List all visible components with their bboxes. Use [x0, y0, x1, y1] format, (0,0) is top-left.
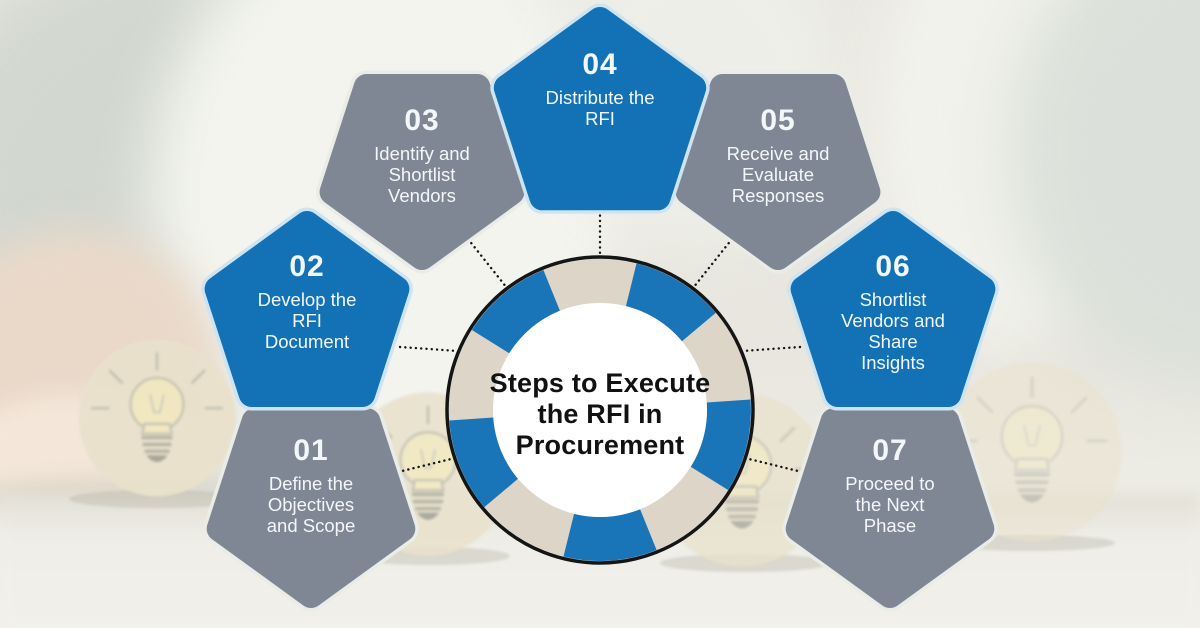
- ring-segment: [563, 509, 657, 561]
- step-03-pentagon: [316, 70, 528, 274]
- center-title: Steps to Execute the RFI in Procurement: [489, 368, 711, 460]
- center-circle: [493, 303, 707, 517]
- connector-line-01: [396, 456, 457, 474]
- ring-segment: [471, 270, 560, 354]
- connector-line-02: [398, 345, 460, 353]
- step-01-pentagon: [203, 404, 419, 612]
- connector-line-05: [691, 237, 734, 290]
- ring-segment: [625, 263, 716, 342]
- step-04-pentagon: [490, 3, 710, 214]
- step-07-pentagon: [782, 404, 998, 612]
- connector-line-07: [743, 456, 804, 474]
- connector-line-06: [740, 345, 802, 353]
- ring-outline: [445, 255, 755, 565]
- connector-lines: [396, 203, 804, 474]
- step-06-pentagon: [787, 207, 999, 411]
- ring-segment: [449, 417, 518, 508]
- ring-segment: [690, 399, 751, 490]
- step-05-pentagon: [672, 70, 884, 274]
- step-02-pentagon: [201, 207, 413, 411]
- process-ring: [445, 255, 755, 565]
- connector-line-03: [466, 237, 509, 290]
